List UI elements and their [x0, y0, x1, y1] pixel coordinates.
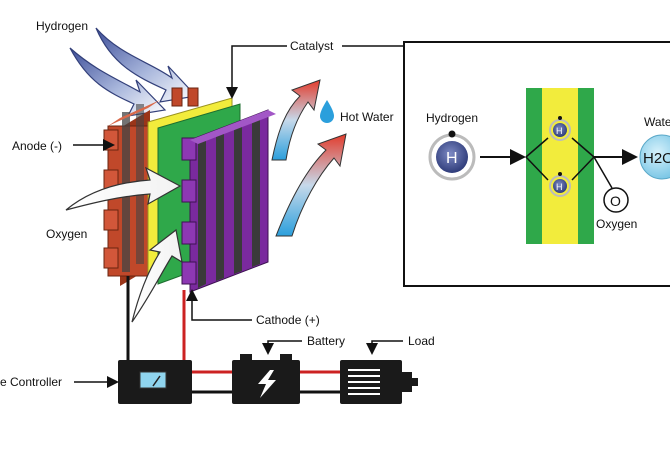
water-drop-icon	[320, 100, 334, 123]
inset-water-label: Wate	[644, 115, 670, 129]
hot-water-flow-icon	[271, 79, 347, 237]
callout-lines	[73, 45, 404, 388]
battery-label: Battery	[307, 334, 345, 348]
inset-h-symbol: H	[446, 150, 458, 167]
inset-hydrogen-label: Hydrogen	[426, 111, 478, 125]
circuit-wires	[126, 276, 340, 394]
reaction-paths	[525, 137, 638, 189]
load-label: Load	[408, 334, 435, 348]
load-motor-icon	[340, 360, 418, 404]
controller-label: e Controller	[0, 375, 62, 389]
oxygen-atom-icon	[603, 187, 629, 213]
cathode-plate	[181, 109, 276, 293]
inset-o-symbol: O	[610, 193, 621, 209]
reaction-inset-panel: Hydrogen H H H O Ox	[403, 41, 670, 287]
oxygen-label: Oxygen	[46, 227, 87, 241]
hydrogen-flow-icon	[69, 27, 198, 117]
battery-icon	[232, 354, 300, 404]
inset-h-bottom: H	[556, 182, 563, 192]
oxygen-flow-icon	[65, 166, 183, 323]
inset-catalyst	[542, 88, 578, 244]
anode-label: Anode (-)	[12, 139, 62, 153]
small-hydrogen-atom-icon	[549, 116, 571, 197]
water-molecule-icon	[639, 134, 670, 180]
inset-water-symbol: H2O	[643, 150, 670, 167]
inset-oxygen-label: Oxygen	[596, 217, 637, 231]
hot-water-label: Hot Water	[340, 110, 394, 124]
cathode-label: Cathode (+)	[256, 313, 320, 327]
hydrogen-label: Hydrogen	[36, 19, 88, 33]
catalyst-label: Catalyst	[290, 39, 334, 53]
controller-box	[118, 360, 192, 404]
hydrogen-atom-icon	[428, 130, 476, 181]
inset-h-top: H	[556, 126, 563, 136]
